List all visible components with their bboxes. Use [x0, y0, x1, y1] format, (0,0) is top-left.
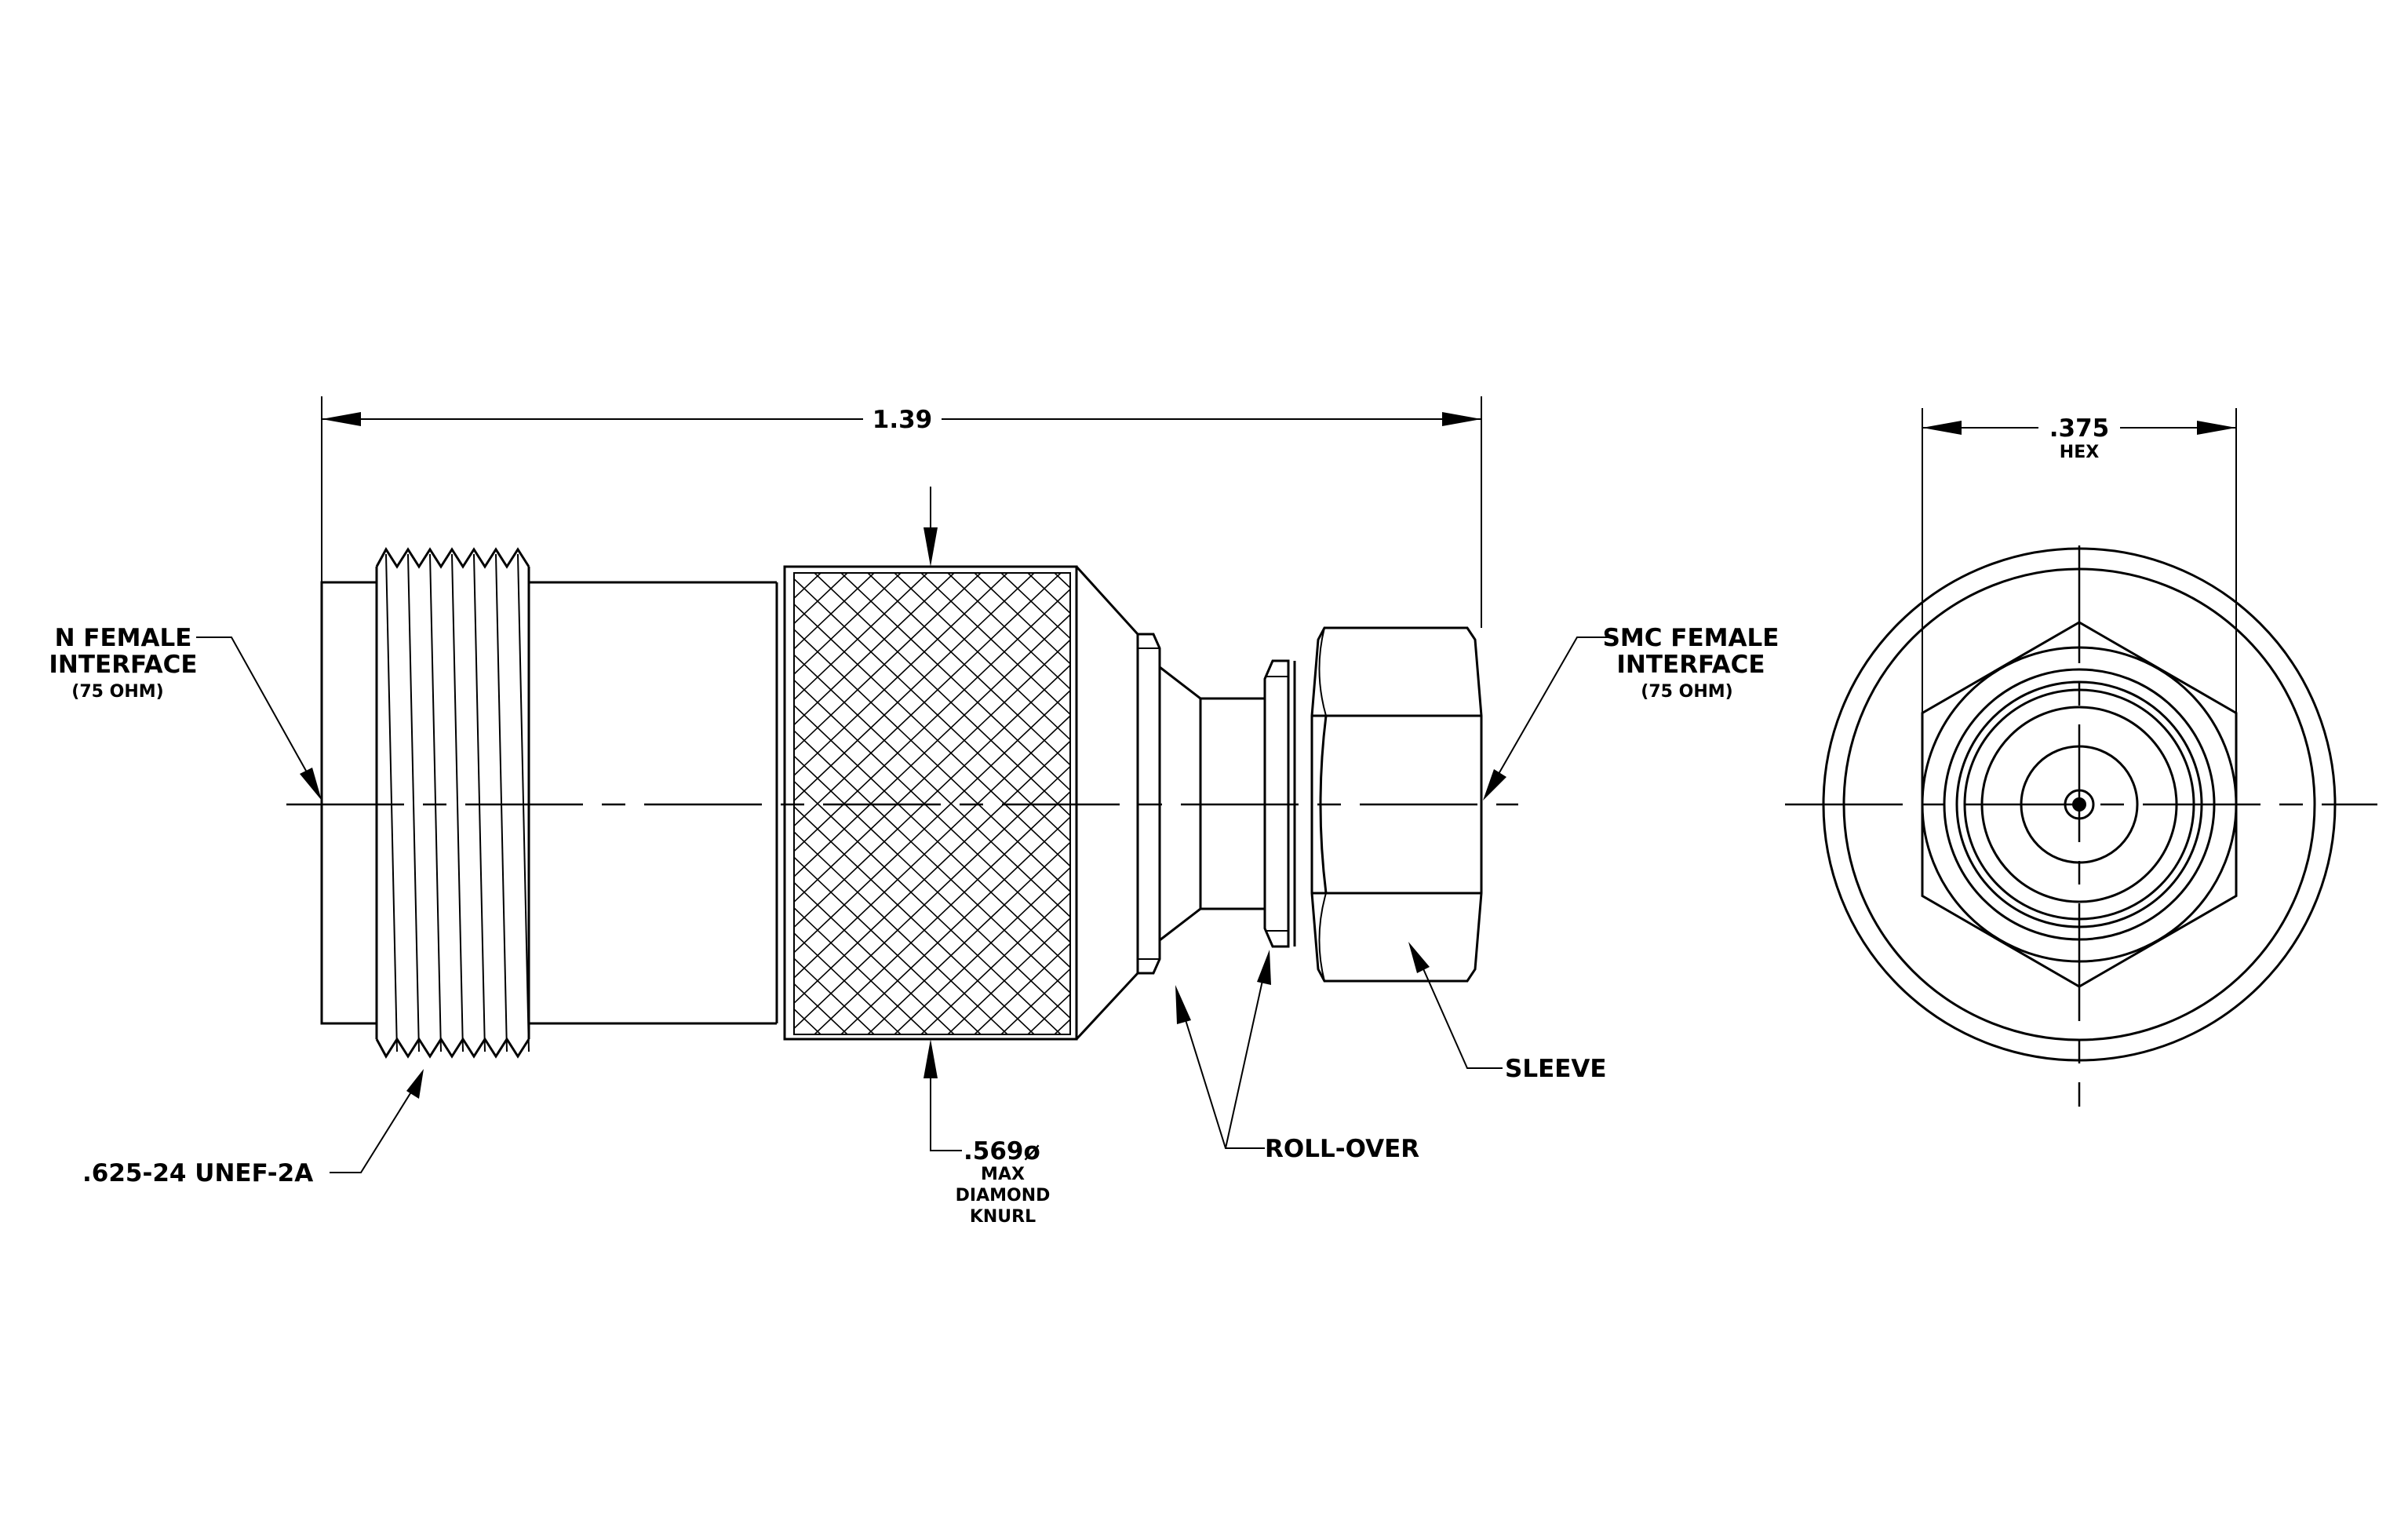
end-view: .375 HEX — [1785, 408, 2377, 1107]
thread-spec-leader — [330, 1086, 415, 1173]
hex-dim-arrow-left — [1922, 421, 1962, 435]
knurl-top-arrow — [923, 527, 938, 567]
smc-interface-label-line1: SMC FEMALE — [1603, 624, 1780, 652]
interface-ring-4 — [1980, 706, 2178, 903]
center-contact-pin — [2072, 797, 2086, 812]
thread-lines — [385, 553, 530, 1052]
knurl-bottom-leader — [930, 1075, 962, 1151]
knurl-outer-circle — [1822, 547, 2337, 1062]
hex-label: HEX — [2060, 443, 2099, 462]
knurl-diameter-label: .569ø — [964, 1137, 1040, 1165]
taper-cone — [1075, 565, 1139, 1041]
sleeve-label: SLEEVE — [1505, 1055, 1607, 1083]
n-interface-leader-arrow — [300, 768, 322, 801]
hex-outline — [1921, 621, 2238, 988]
knurl-label-line2: DIAMOND — [956, 1186, 1051, 1205]
sleeve-hex-flat-1 — [1319, 715, 1328, 894]
dim-arrow-right — [1442, 412, 1481, 426]
roll-over-arrow-1 — [1175, 985, 1191, 1024]
side-view: 1.39 N FEMALE INTERFACE (75 OHM) SMC FEM… — [49, 396, 1779, 1227]
roll-over-label: ROLL-OVER — [1265, 1135, 1419, 1163]
knurl-inner-outline — [793, 572, 1071, 1035]
n-body — [529, 581, 778, 1025]
thread-crests-bottom — [375, 1037, 530, 1059]
roll-over-arrow-2 — [1257, 950, 1271, 985]
knurl-label-line1: MAX — [981, 1165, 1025, 1184]
neck-taper — [1159, 666, 1201, 942]
interface-ring-2 — [1955, 680, 2203, 928]
center-contact-outer — [2064, 789, 2095, 820]
sleeve-hex-face-top — [1318, 627, 1327, 717]
hex-inscribed-circle — [1921, 646, 2238, 963]
smc-interface-label-line2: INTERFACE — [1616, 651, 1765, 679]
roll-over-collar-2 — [1263, 659, 1290, 948]
dielectric-circle — [2020, 745, 2139, 864]
hex-size-label: .375 — [2049, 414, 2110, 443]
n-interface-label-line3: (75 OHM) — [71, 682, 163, 702]
sleeve-hex-face-bottom — [1318, 892, 1327, 982]
overall-length-dimension: 1.39 — [872, 406, 933, 434]
smc-interface-leader — [1492, 636, 1615, 786]
n-interface-leader — [196, 636, 315, 786]
roll-over-collar-1 — [1136, 633, 1161, 975]
thread-spec-label: .625-24 UNEF-2A — [82, 1159, 313, 1187]
hex-dim-arrow-right — [2197, 421, 2236, 435]
roll-over-leader-2 — [1225, 976, 1264, 1149]
n-interface-front-lip — [320, 581, 378, 1025]
smc-interface-label-line3: (75 OHM) — [1641, 682, 1732, 702]
interface-ring-3 — [1963, 688, 2195, 921]
dim-arrow-left — [322, 412, 361, 426]
n-interface-label-line1: N FEMALE — [55, 624, 192, 652]
knurl-label-line3: KNURL — [970, 1207, 1036, 1227]
interface-ring-1 — [1943, 668, 2216, 941]
smc-interface-leader-arrow — [1483, 769, 1506, 801]
sleeve-arrow — [1408, 942, 1430, 973]
thread-crests-top — [375, 547, 530, 569]
knurl-bottom-arrow — [923, 1039, 938, 1078]
thread-spec-leader-arrow — [406, 1069, 424, 1099]
body-circle — [1842, 567, 2316, 1041]
sleeve-leader — [1421, 965, 1503, 1069]
knurl-hatch — [794, 573, 1070, 1034]
n-interface-label-line2: INTERFACE — [49, 651, 197, 679]
roll-over-leader-1 — [1182, 1012, 1265, 1149]
